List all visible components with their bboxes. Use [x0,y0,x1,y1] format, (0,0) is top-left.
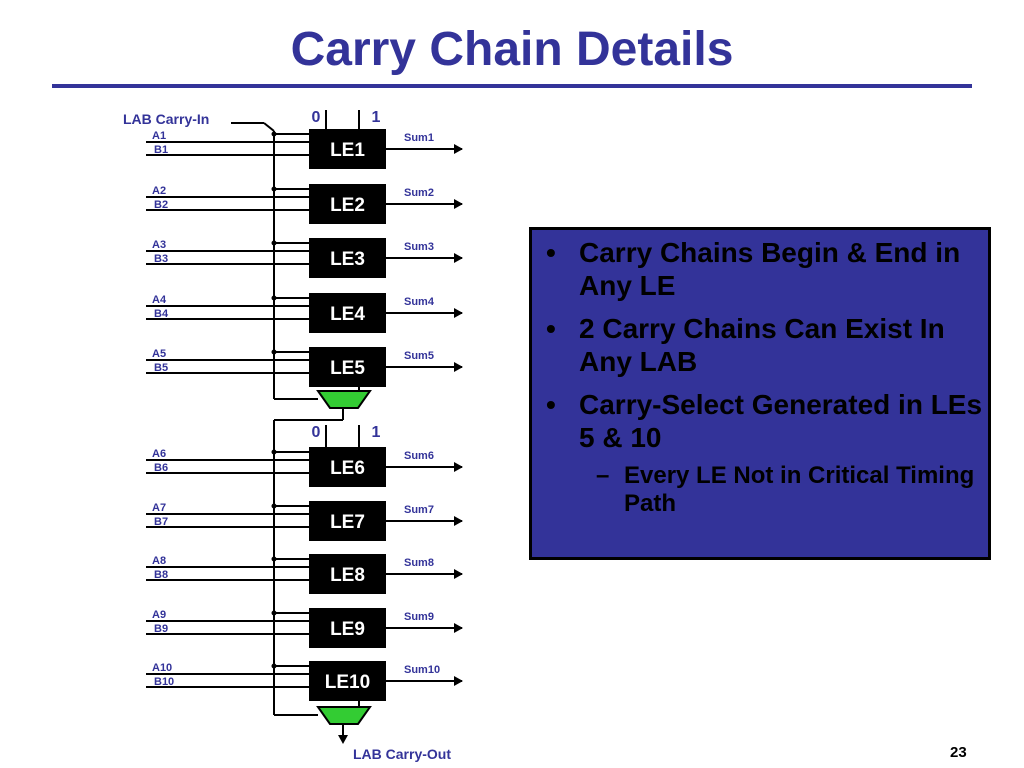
input-a-label: A3 [152,239,166,251]
input-b-label: B2 [154,199,168,211]
arrowhead [338,735,348,744]
input-b-label: B4 [154,308,169,320]
junction-dot [271,503,277,509]
input-b-label: B10 [154,676,174,688]
input-b-label: B5 [154,362,168,374]
junction-dot [271,295,277,301]
logic-element-box [309,501,386,541]
input-a-label: A4 [152,294,167,306]
input-b-label: B9 [154,623,168,635]
sum-output-label: Sum1 [404,132,434,144]
logic-element-label: LE5 [330,358,365,379]
sum-output-label: Sum3 [404,241,434,253]
logic-element-box [309,184,386,224]
sum-output-label: Sum2 [404,187,434,199]
carry-out-label: LAB Carry-Out [353,746,451,762]
input-a-label: A8 [152,555,166,567]
bullet-list: • Carry Chains Begin & End in Any LE • 2… [532,230,988,518]
bullet-mark: • [546,237,556,268]
mux-bit-label-1: 1 [372,109,381,126]
logic-element-box [309,661,386,701]
carry-in-wire [263,122,275,132]
input-b-label: B7 [154,516,168,528]
carry-in-label: LAB Carry-In [123,111,209,127]
mux-bit-label-0: 0 [312,109,321,126]
arrowhead [454,462,463,472]
sub-bullet-item: – Every LE Not in Critical Timing Path [532,462,988,518]
logic-element-label: LE1 [330,140,365,161]
junction-dot [271,449,277,455]
bullet-panel: • Carry Chains Begin & End in Any LE • 2… [529,227,991,560]
junction-dot [271,186,277,192]
input-b-label: B6 [154,462,168,474]
mux-bit-label-1: 1 [372,424,381,441]
logic-element-label: LE8 [330,565,365,586]
input-a-label: A9 [152,609,166,621]
input-a-label: A1 [152,130,166,142]
junction-dot [271,610,277,616]
logic-element-label: LE7 [330,512,365,533]
arrowhead [454,516,463,526]
sub-bullet-text: Every LE Not in Critical Timing Path [624,462,975,517]
bullet-item: • 2 Carry Chains Can Exist In Any LAB [532,312,988,378]
sum-output-label: Sum6 [404,450,434,462]
bullet-item: • Carry-Select Generated in LEs 5 & 10 [532,388,988,454]
arrowhead [454,144,463,154]
sum-output-label: Sum9 [404,611,434,623]
logic-element-label: LE9 [330,619,365,640]
carry-select-mux [316,390,372,409]
logic-element-box [309,347,386,387]
mux-bit-label-0: 0 [312,424,321,441]
bullet-text: Carry-Select Generated in LEs 5 & 10 [579,389,983,453]
bullet-item: • Carry Chains Begin & End in Any LE [532,236,988,302]
junction-dot [271,663,277,669]
bullet-text: 2 Carry Chains Can Exist In Any LAB [579,313,945,377]
junction-dot [271,240,277,246]
arrowhead [454,569,463,579]
sum-output-label: Sum7 [404,504,434,516]
logic-element-label: LE6 [330,458,365,479]
input-a-label: A6 [152,448,166,460]
junction-dot [271,349,277,355]
input-a-label: A2 [152,185,166,197]
bullet-mark: • [546,313,556,344]
logic-element-label: LE3 [330,249,365,270]
arrowhead [454,623,463,633]
logic-element-label: LE4 [330,304,365,325]
bullet-mark: • [546,389,556,420]
arrowhead [454,362,463,372]
logic-element-box [309,554,386,594]
junction-dot [271,556,277,562]
arrowhead [454,199,463,209]
sum-output-label: Sum4 [404,296,435,308]
logic-element-box [309,608,386,648]
arrowhead [454,308,463,318]
bullet-text: Carry Chains Begin & End in Any LE [579,237,961,301]
title-underline [52,84,972,88]
logic-element-box [309,293,386,333]
arrowhead [454,676,463,686]
sub-bullet-mark: – [596,462,610,489]
logic-element-box [309,129,386,169]
sum-output-label: Sum5 [404,350,434,362]
input-b-label: B3 [154,253,168,265]
input-b-label: B1 [154,144,168,156]
page-number: 23 [950,744,967,761]
logic-element-box [309,447,386,487]
slide-title: Carry Chain Details [290,23,734,76]
carry-select-mux [316,706,372,725]
logic-element-box [309,238,386,278]
sum-output-label: Sum8 [404,557,434,569]
input-a-label: A10 [152,662,172,674]
input-b-label: B8 [154,569,168,581]
input-a-label: A5 [152,348,166,360]
arrowhead [454,253,463,263]
logic-element-label: LE10 [325,672,370,693]
logic-element-label: LE2 [330,195,365,216]
sum-output-label: Sum10 [404,664,440,676]
input-a-label: A7 [152,502,166,514]
junction-dot [271,131,277,137]
